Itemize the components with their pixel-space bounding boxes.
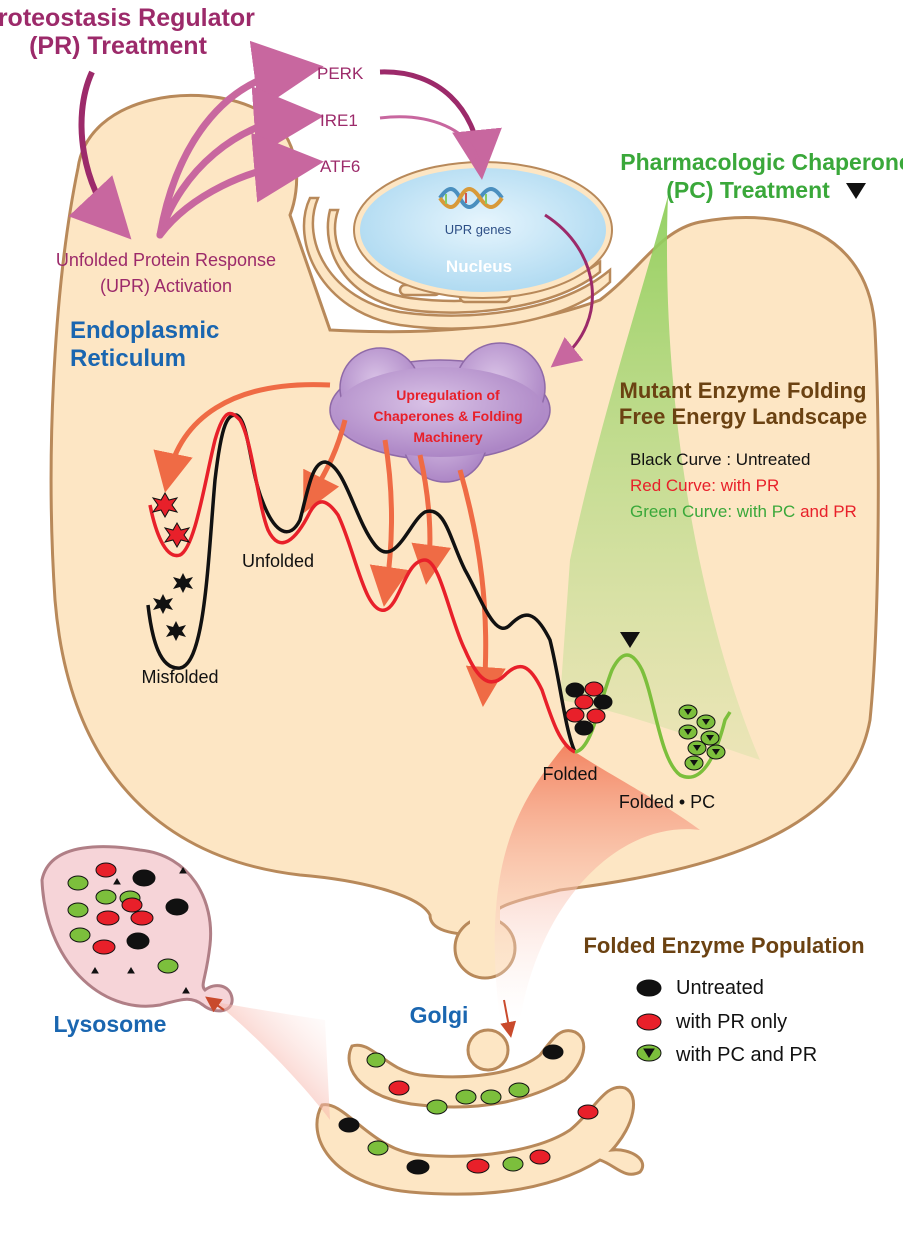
green-curve-legend: Green Curve: with PC and PR [630, 502, 857, 521]
folded-pc-enzyme-group [678, 704, 726, 771]
upregulation-line3: Machinery [413, 429, 482, 445]
red-ellipse-icon [636, 1013, 662, 1031]
golgi-label: Golgi [410, 1002, 469, 1028]
lysosome-contents [67, 862, 190, 994]
pc-marker-icon [620, 632, 640, 648]
folded-enzyme-group [565, 681, 613, 736]
ire1-label: IRE1 [320, 111, 358, 130]
nucleus-to-cloud-arrow [544, 213, 594, 368]
population-legend-icons [636, 979, 662, 1062]
upr-genes-label: UPR genes [445, 222, 512, 237]
black-star-icons [153, 573, 193, 641]
upregulation-line2: Chaperones & Folding [373, 408, 522, 424]
upr-activation-line1: Unfolded Protein Response [56, 250, 276, 270]
pc-treatment-beam [560, 196, 760, 760]
red-curve-legend: Red Curve: with PR [630, 476, 779, 495]
perk-label: PERK [317, 64, 364, 83]
golgi-contents [338, 1044, 599, 1175]
pr-treatment-line1: Proteostasis Regulator [0, 4, 255, 32]
upr-activation-line2: (UPR) Activation [100, 276, 232, 296]
folded-pc-label: Folded • PC [619, 792, 715, 812]
nucleus-label: Nucleus [446, 257, 512, 276]
ire1-to-nucleus-arrow [379, 115, 480, 161]
population-legend-item-pr: with PR only [675, 1011, 787, 1033]
misfolded-label: Misfolded [141, 667, 218, 687]
er-label-line2: Reticulum [70, 345, 186, 372]
perk-to-nucleus-arrow [379, 69, 502, 180]
black-curve-legend: Black Curve : Untreated [630, 450, 810, 469]
lysosome-beam [215, 1002, 330, 1120]
folded-label: Folded [542, 764, 597, 784]
black-ellipse-icon [636, 979, 662, 997]
pc-title-marker-icon [846, 183, 866, 199]
landscape-title-line1: Mutant Enzyme Folding [620, 378, 867, 403]
upr-arrows [156, 40, 324, 239]
population-legend-item-untreated: Untreated [676, 977, 764, 999]
pr-arrow [68, 70, 132, 240]
red-star-icons [151, 491, 191, 549]
black-curve [146, 413, 577, 753]
landscape-title-line2: Free Energy Landscape [619, 404, 867, 429]
population-legend-title: Folded Enzyme Population [583, 933, 864, 958]
red-curve [148, 411, 576, 754]
dna-helix-icon [438, 187, 504, 209]
upregulation-line1: Upregulation of [396, 387, 500, 403]
pc-treatment-line1: Pharmacologic Chaperone [620, 149, 903, 175]
pr-treatment-line2: (PR) Treatment [29, 32, 207, 60]
golgi-vesicle [466, 1028, 510, 1072]
population-legend-item-pc-pr: with PC and PR [675, 1044, 817, 1066]
er-label-line1: Endoplasmic [70, 317, 219, 344]
lysosome-label: Lysosome [54, 1011, 167, 1037]
atf6-label: ATF6 [320, 157, 360, 176]
export-beam [494, 745, 700, 1020]
golgi-cisterna-lower [315, 1085, 644, 1196]
pc-treatment-line2: (PC) Treatment [666, 177, 830, 203]
unfolded-label: Unfolded [242, 551, 314, 571]
lysosome-body [40, 845, 234, 1013]
